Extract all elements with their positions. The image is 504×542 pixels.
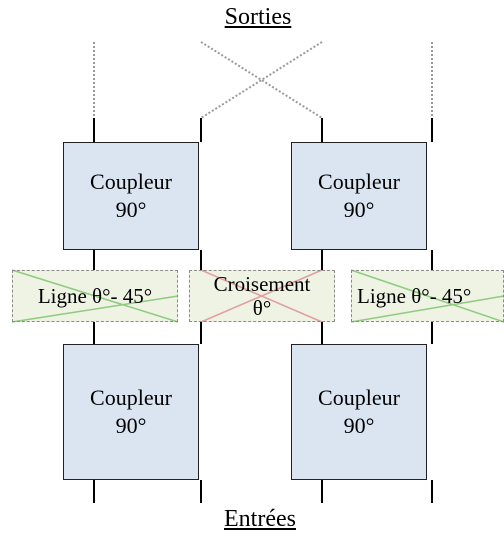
phase-line-left-label: Ligne θ°- 45°: [37, 283, 153, 308]
coupler-bottom-right: Coupleur 90°: [291, 344, 427, 480]
coupler-bottom-right-line1: Coupleur: [318, 385, 400, 410]
right-line-diag-a: [350, 269, 504, 323]
coupler-bottom-left-line2: 90°: [115, 413, 147, 438]
coupler-top-left: Coupleur 90°: [63, 142, 199, 250]
wires: [93, 118, 433, 503]
phase-line-right: Ligne θ°- 45°: [351, 270, 504, 322]
coupler-bottom-left: Coupleur 90°: [63, 344, 199, 480]
crossover-x-b: [200, 269, 323, 323]
crossover-label-line2: θ°: [252, 296, 272, 320]
coupler-top-left-line2: 90°: [115, 197, 147, 222]
left-line-diag-b: [11, 295, 179, 323]
outputs-label: Sorties: [224, 4, 292, 30]
crossover-box: Croisement θ°: [189, 270, 335, 322]
phase-line-right-label: Ligne θ°- 45°: [357, 283, 472, 308]
coupler-top-left-line1: Coupleur: [90, 169, 172, 194]
left-line-diag-a: [11, 269, 179, 323]
inputs-label: Entrées: [224, 506, 296, 532]
right-line-diag-b: [350, 295, 504, 323]
coupler-top-right-line2: 90°: [343, 197, 375, 222]
coupler-top-right-line1: Coupleur: [318, 169, 400, 194]
coupler-bottom-left-line1: Coupleur: [90, 385, 172, 410]
crossover-label-line1: Croisement: [213, 272, 311, 296]
coupler-bottom-right-line2: 90°: [343, 413, 375, 438]
coupler-top-right: Coupleur 90°: [291, 142, 427, 250]
phase-line-left: Ligne θ°- 45°: [12, 270, 178, 322]
